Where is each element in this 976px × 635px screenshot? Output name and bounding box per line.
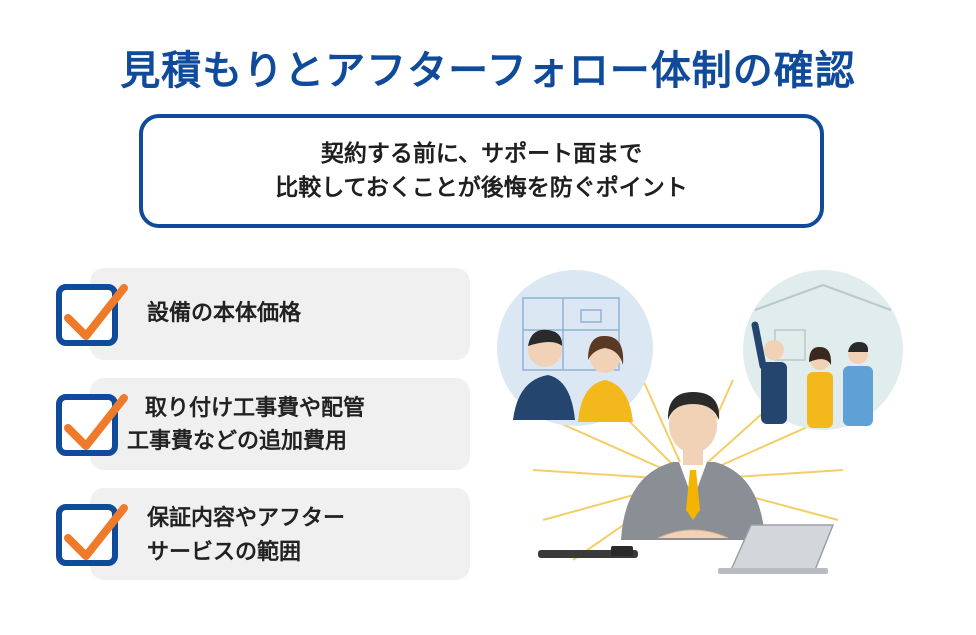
checklist-item-3-line-1: 保証内容やアフター bbox=[147, 506, 346, 531]
checklist-item-1-line-1: 設備の本体価格 bbox=[147, 301, 302, 326]
checklist-item-2-line-2: 工事費などの追加費用 bbox=[127, 429, 348, 454]
subtitle-line-1: 契約する前に、サポート面まで bbox=[320, 140, 643, 167]
checklist-item-3-line-2: サービスの範囲 bbox=[147, 540, 302, 565]
desk-items bbox=[538, 524, 835, 574]
checklist-item-3 bbox=[90, 488, 470, 580]
consultation-illustration bbox=[497, 270, 903, 574]
checkmark-icon bbox=[64, 284, 128, 340]
couple-circle bbox=[497, 270, 653, 426]
page-title: 見積もりとアフターフォロー体制の確認 bbox=[120, 48, 856, 94]
checklist-item-2 bbox=[90, 378, 470, 470]
subtitle-callout: 契約する前に、サポート面まで 比較しておくことが後悔を防ぐポイント bbox=[139, 114, 824, 228]
checkmark-icon bbox=[64, 504, 128, 560]
businessman bbox=[621, 392, 765, 540]
subtitle-line-2: 比較しておくことが後悔を防ぐポイント bbox=[275, 175, 688, 201]
family-circle bbox=[743, 270, 903, 430]
checkmark-icon bbox=[64, 394, 128, 450]
checklist-item-1 bbox=[90, 268, 470, 360]
checklist-item-2-line-1: 取り付け工事費や配管 bbox=[145, 396, 366, 421]
